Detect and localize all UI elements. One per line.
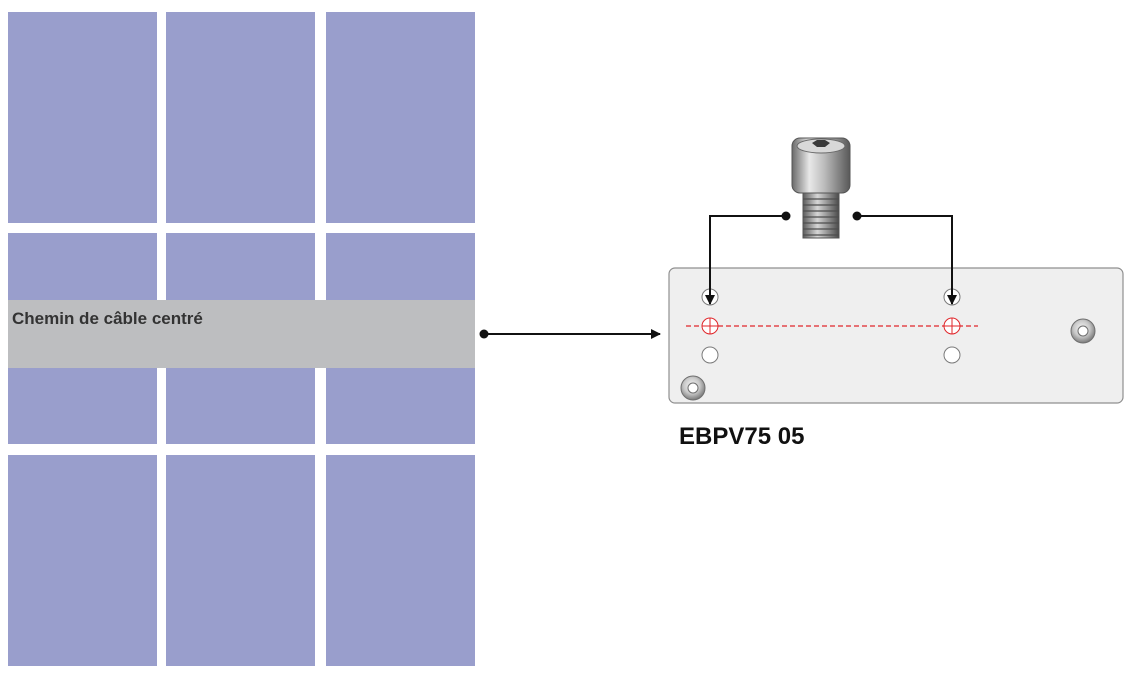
screw-arrow-left xyxy=(705,211,791,305)
part-reference: EBPV75 05 xyxy=(679,423,804,450)
panel xyxy=(326,12,475,223)
tray-to-bracket-arrow xyxy=(479,329,661,339)
socket-head-screw-icon xyxy=(791,137,851,239)
cable-tray-label: Chemin de câble centré xyxy=(12,309,203,328)
cable-tray-band xyxy=(8,300,475,368)
panel xyxy=(8,455,157,666)
panel xyxy=(166,455,315,666)
countersunk-hole-icon xyxy=(680,375,706,401)
panel xyxy=(326,455,475,666)
mounting-bracket xyxy=(668,267,1124,404)
hole-bottom-left xyxy=(701,346,719,364)
panel xyxy=(166,12,315,223)
countersunk-hole-icon xyxy=(1070,318,1096,344)
hole-bottom-right xyxy=(943,346,961,364)
screw-arrow-right xyxy=(852,211,957,305)
panel xyxy=(8,12,157,223)
